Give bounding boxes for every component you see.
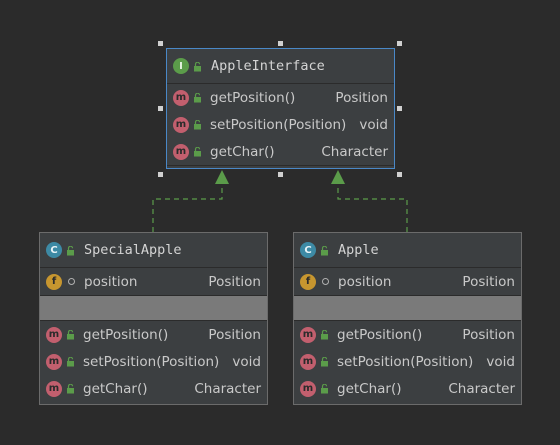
box-header[interactable]: C SpecialApple (40, 233, 267, 268)
method-name: getChar() (210, 143, 275, 160)
box-header[interactable]: I AppleInterface (167, 49, 394, 84)
field-name: position (84, 273, 138, 290)
field-row[interactable]: f position Position (294, 268, 521, 295)
selection-handle-s[interactable] (278, 172, 283, 177)
lock-open-icon (193, 93, 202, 103)
method-name: getPosition() (337, 326, 423, 343)
field-type: Position (462, 273, 515, 290)
empty-section (40, 296, 267, 321)
method-row[interactable]: m setPosition(Position) void (40, 348, 267, 375)
method-row[interactable]: m getChar() Character (294, 375, 521, 402)
selection-handle-nw[interactable] (158, 41, 163, 46)
field-type: Position (208, 273, 261, 290)
method-icon: m (300, 353, 316, 370)
method-row[interactable]: m setPosition(Position) void (167, 111, 394, 138)
arrowhead-left (215, 170, 229, 184)
lock-open-icon (193, 61, 202, 71)
method-icon: m (300, 326, 316, 343)
field-icon: f (46, 273, 62, 290)
class-box-specialapple[interactable]: C SpecialApple f position Position m get… (39, 232, 268, 405)
class-name: SpecialApple (84, 242, 182, 258)
arrowhead-right (331, 170, 345, 184)
selection-handle-se[interactable] (397, 172, 402, 177)
lock-open-icon (66, 330, 75, 340)
lock-open-icon (320, 384, 329, 394)
method-row[interactable]: m getChar() Character (40, 375, 267, 402)
method-row[interactable]: m getPosition() Position (294, 321, 521, 348)
selection-handle-n[interactable] (278, 41, 283, 46)
method-name: setPosition(Position) (337, 353, 474, 370)
package-private-icon (322, 278, 329, 285)
selection-handle-w[interactable] (158, 106, 163, 111)
method-type: void (359, 116, 388, 133)
method-name: getChar() (337, 380, 402, 397)
lock-open-icon (320, 330, 329, 340)
lock-open-icon (66, 384, 75, 394)
method-icon: m (46, 380, 62, 397)
package-private-icon (68, 278, 75, 285)
method-row[interactable]: m setPosition(Position) void (294, 348, 521, 375)
method-type: Character (194, 380, 261, 397)
selection-handle-sw[interactable] (158, 172, 163, 177)
class-name: AppleInterface (211, 58, 325, 74)
interface-icon: I (173, 58, 189, 74)
box-header[interactable]: C Apple (294, 233, 521, 268)
class-icon: C (300, 242, 316, 258)
class-box-apple[interactable]: C Apple f position Position m getPositio… (293, 232, 522, 405)
lock-open-icon (320, 357, 329, 367)
method-type: Position (335, 89, 388, 106)
lock-open-icon (66, 245, 75, 255)
method-icon: m (173, 143, 189, 160)
method-icon: m (173, 116, 189, 133)
class-icon: C (46, 242, 62, 258)
method-name: getPosition() (83, 326, 169, 343)
method-type: Position (462, 326, 515, 343)
field-row[interactable]: f position Position (40, 268, 267, 295)
lock-open-icon (320, 245, 329, 255)
method-row[interactable]: m getPosition() Position (167, 84, 394, 111)
empty-section (294, 296, 521, 321)
connector-apple-to-interface (337, 183, 408, 232)
method-type: void (486, 353, 515, 370)
method-row[interactable]: m getChar() Character (167, 138, 394, 165)
method-type: Position (208, 326, 261, 343)
selection-handle-ne[interactable] (397, 41, 402, 46)
field-icon: f (300, 273, 316, 290)
class-box-appleinterface[interactable]: I AppleInterface m getPosition() Positio… (166, 48, 395, 169)
selection-handle-e[interactable] (397, 106, 402, 111)
method-icon: m (173, 89, 189, 106)
lock-open-icon (193, 147, 202, 157)
method-icon: m (46, 326, 62, 343)
method-name: getPosition() (210, 89, 296, 106)
connector-specialapple-to-interface (152, 183, 223, 232)
method-name: getChar() (83, 380, 148, 397)
method-icon: m (46, 353, 62, 370)
method-icon: m (300, 380, 316, 397)
method-type: Character (321, 143, 388, 160)
class-name: Apple (338, 242, 379, 258)
method-row[interactable]: m getPosition() Position (40, 321, 267, 348)
lock-open-icon (66, 357, 75, 367)
method-name: setPosition(Position) (210, 116, 347, 133)
method-name: setPosition(Position) (83, 353, 220, 370)
method-type: Character (448, 380, 515, 397)
lock-open-icon (193, 120, 202, 130)
method-type: void (232, 353, 261, 370)
field-name: position (338, 273, 392, 290)
